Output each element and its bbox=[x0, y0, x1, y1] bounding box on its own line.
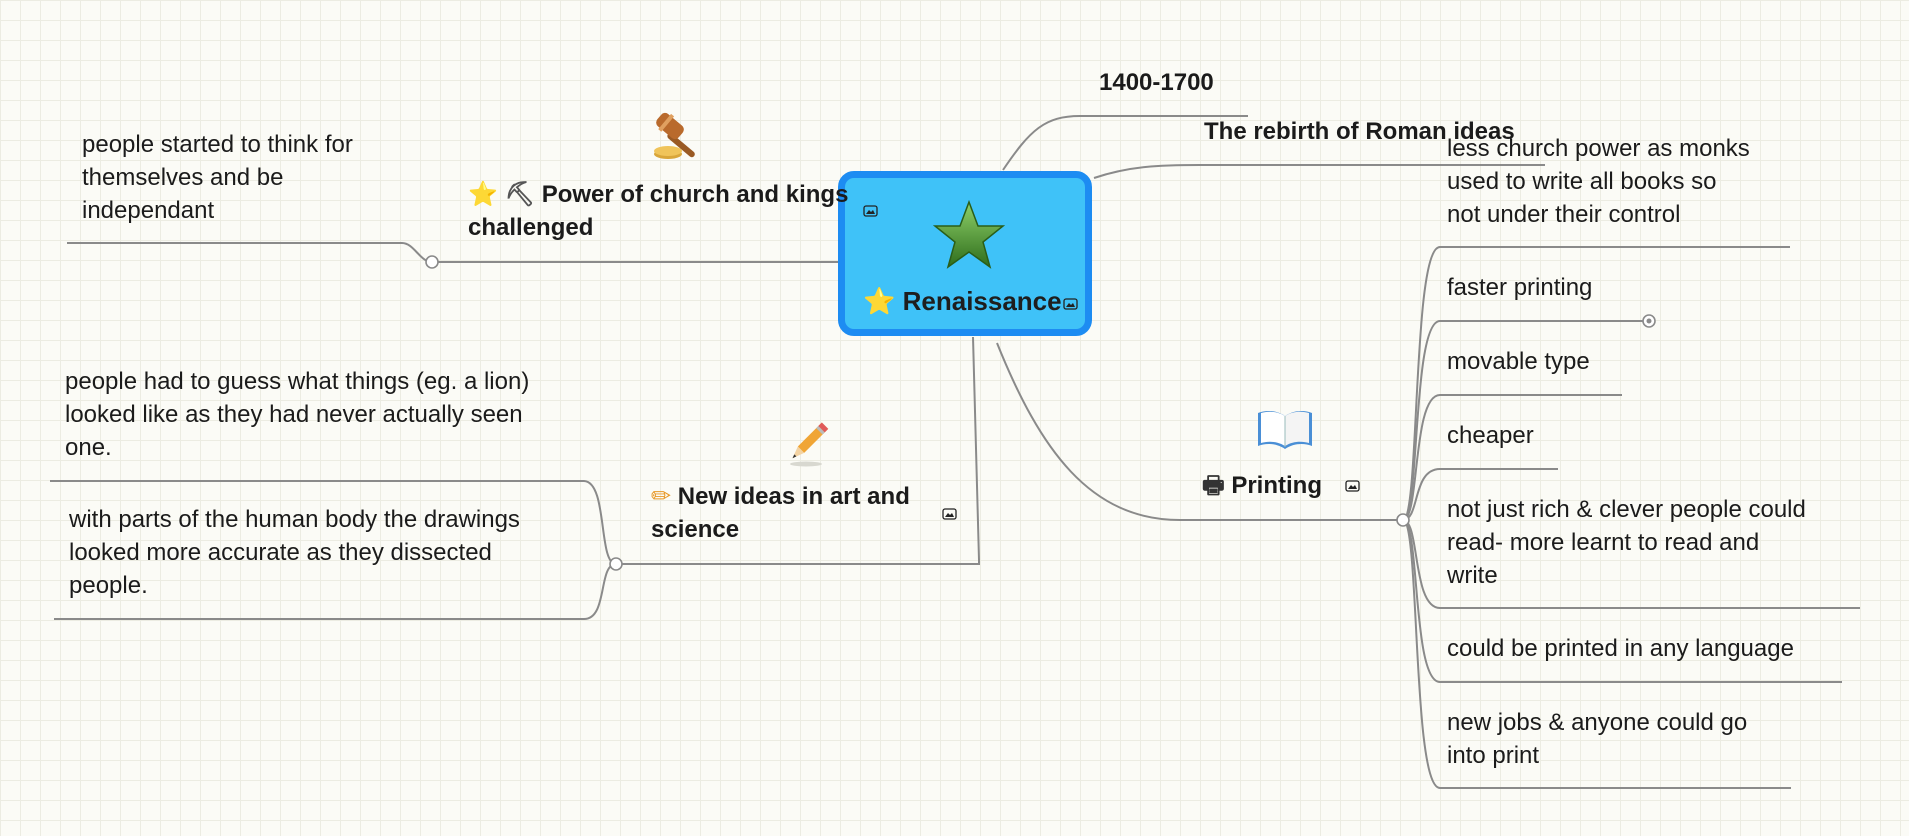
subtopic-printing-3[interactable]: movable type bbox=[1447, 345, 1590, 378]
subtopic-line: movable type bbox=[1447, 348, 1590, 375]
topic-rebirth[interactable]: The rebirth of Roman ideas bbox=[1204, 115, 1515, 148]
topic-dates-label: 1400-1700 bbox=[1099, 69, 1214, 96]
topic-dates[interactable]: 1400-1700 bbox=[1099, 66, 1214, 99]
subtopic-line: new jobs & anyone could go bbox=[1447, 709, 1748, 736]
connector-printing bbox=[996, 342, 1403, 521]
printer-marker-icon: 🖶 bbox=[1202, 471, 1225, 499]
image-icon[interactable] bbox=[1345, 480, 1360, 492]
topic-printing[interactable]: 🖶 Printing bbox=[1202, 469, 1322, 502]
subtopic-line: looked more accurate as they dissected bbox=[69, 539, 492, 566]
subtopic-printing-5[interactable]: not just rich & clever people could read… bbox=[1447, 493, 1806, 592]
collapse-handle-power[interactable] bbox=[425, 255, 439, 269]
open-book-icon bbox=[1258, 411, 1312, 449]
subtopic-line: less church power as monks bbox=[1447, 135, 1750, 162]
subtopic-line: looked like as they had never actually s… bbox=[65, 401, 523, 428]
subtopic-line: used to write all books so bbox=[1447, 168, 1717, 195]
image-icon[interactable] bbox=[1063, 298, 1078, 310]
image-icon[interactable] bbox=[863, 205, 878, 217]
central-topic-title: ⭐ Renaissance bbox=[863, 286, 1062, 317]
subtopic-line: people had to guess what things (eg. a l… bbox=[65, 368, 530, 395]
subtopic-line: one. bbox=[65, 434, 112, 461]
subtopic-line: people started to think for bbox=[82, 131, 353, 158]
topic-art[interactable]: ✏ New ideas in art and science bbox=[651, 480, 910, 546]
subtopic-line: with parts of the human body the drawing… bbox=[69, 506, 520, 533]
subtopic-line: into print bbox=[1447, 742, 1540, 769]
pencil-marker-icon: ✏ bbox=[651, 482, 672, 510]
topic-printing-label: Printing bbox=[1231, 472, 1322, 499]
connector-dates bbox=[1002, 115, 1248, 171]
star-icon bbox=[933, 200, 1005, 269]
subtopic-line: not under their control bbox=[1447, 201, 1681, 228]
connector-printing-child-2 bbox=[1402, 320, 1649, 521]
subtopic-printing-4[interactable]: cheaper bbox=[1447, 419, 1534, 452]
subtopic-line: people. bbox=[69, 572, 148, 599]
central-topic[interactable]: ⭐ Renaissance bbox=[838, 171, 1092, 336]
connector-printing-child-7 bbox=[1402, 519, 1791, 789]
topic-art-label-line2: science bbox=[651, 516, 740, 543]
star-marker-icon: ⭐ bbox=[468, 180, 498, 208]
subtopic-line: not just rich & clever people could bbox=[1447, 496, 1806, 523]
star-marker-icon: ⭐ bbox=[863, 287, 896, 317]
subtopic-power-1[interactable]: people started to think for themselves a… bbox=[82, 128, 353, 227]
topic-art-label-line1: New ideas in art and bbox=[677, 483, 910, 510]
subtopic-printing-2[interactable]: faster printing bbox=[1447, 271, 1592, 304]
subtopic-printing-7[interactable]: new jobs & anyone could go into print bbox=[1447, 706, 1747, 772]
pencil-icon bbox=[790, 422, 829, 467]
image-icon[interactable] bbox=[942, 508, 957, 520]
subtopic-line: independant bbox=[82, 197, 215, 224]
topic-power[interactable]: ⭐ ⛏ Power of church and kings challenged bbox=[468, 178, 848, 244]
subtopic-printing-6[interactable]: could be printed in any language bbox=[1447, 632, 1794, 665]
subtopic-line: read- more learnt to read and bbox=[1447, 529, 1760, 556]
subtopic-line: faster printing bbox=[1447, 274, 1593, 301]
hammer-marker-icon: ⛏ bbox=[504, 180, 536, 208]
topic-power-label-line2: challenged bbox=[468, 214, 594, 241]
connector-art bbox=[616, 336, 980, 565]
subtopic-line: write bbox=[1447, 562, 1498, 589]
topic-rebirth-label: The rebirth of Roman ideas bbox=[1204, 118, 1515, 145]
central-topic-label: Renaissance bbox=[902, 286, 1062, 316]
subtopic-line: themselves and be bbox=[82, 164, 284, 191]
connector-power-child-1 bbox=[67, 242, 433, 263]
connector-rebirth bbox=[1093, 164, 1545, 179]
subtopic-line: cheaper bbox=[1447, 422, 1534, 449]
subtopic-line: could be printed in any language bbox=[1447, 635, 1794, 662]
topic-power-label-line1: Power of church and kings bbox=[541, 181, 849, 208]
subtopic-art-1[interactable]: people had to guess what things (eg. a l… bbox=[65, 365, 529, 464]
collapse-handle-printing[interactable] bbox=[1396, 513, 1410, 527]
subtopic-art-2[interactable]: with parts of the human body the drawing… bbox=[69, 503, 520, 602]
connector-printing-child-6 bbox=[1402, 519, 1842, 683]
collapse-handle-art[interactable] bbox=[609, 557, 623, 571]
connector-printing-child-3 bbox=[1402, 394, 1622, 521]
gavel-icon bbox=[654, 112, 695, 159]
subtopic-printing-1[interactable]: less church power as monks used to write… bbox=[1447, 132, 1750, 231]
